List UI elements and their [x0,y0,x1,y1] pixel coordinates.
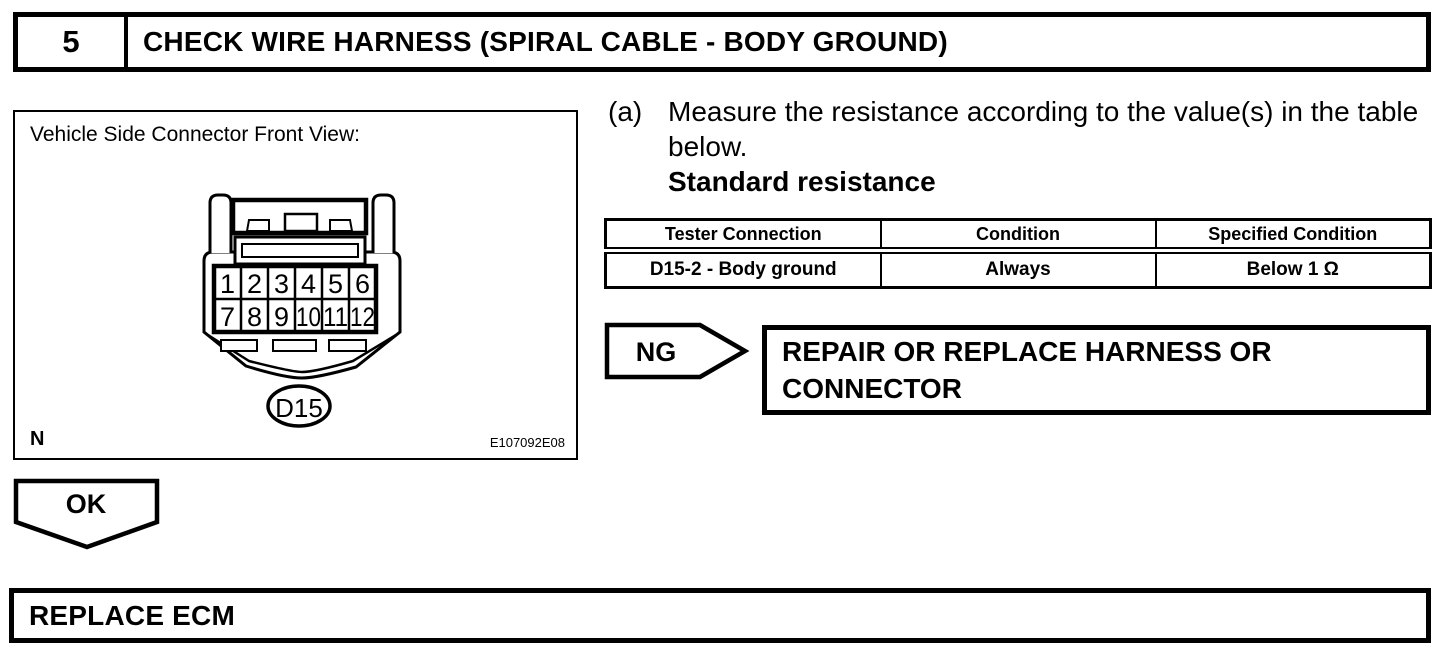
pin-10: 10 [296,302,321,332]
pin-6: 6 [355,269,370,299]
pin-11: 11 [323,302,348,332]
final-action-box: REPLACE ECM [9,588,1431,643]
connector-slot-inner [241,243,359,258]
spec-cell-tester-connection: D15-2 - Body ground [604,249,882,289]
instruction-text: Measure the resistance according to the … [668,94,1456,199]
spec-table-header-tester-connection: Tester Connection [604,218,882,254]
instruction-subheading: Standard resistance [668,166,936,197]
pin-12: 12 [350,302,375,332]
spec-table-header-row: Tester Connection Condition Specified Co… [604,218,1432,254]
pin-4: 4 [301,269,316,299]
step-number: 5 [18,17,128,67]
spec-table-row: D15-2 - Body ground Always Below 1 Ω [604,249,1432,289]
spec-table: Tester Connection Condition Specified Co… [604,218,1432,289]
ng-arrow-shape [604,322,750,380]
step-title: CHECK WIRE HARNESS (SPIRAL CABLE - BODY … [143,26,948,57]
ok-arrow-shape [13,478,160,550]
pin-3: 3 [274,269,289,299]
final-action-text: REPLACE ECM [29,599,235,631]
figure-id: E107092E08 [489,435,565,450]
connector-diagram: 1 2 3 4 5 6 7 8 9 10 11 12 D15 [202,193,402,428]
pin-7: 7 [220,302,235,332]
connector-inner-contour [207,333,397,374]
ng-action-box: REPAIR OR REPLACE HARNESS OR CONNECTOR [762,325,1431,415]
instruction-body: Measure the resistance according to the … [668,96,1419,162]
connector-notch-right [328,339,367,352]
figure-note: N [30,428,45,450]
step-header: 5 CHECK WIRE HARNESS (SPIRAL CABLE - BOD… [13,12,1431,72]
connector-ear-right [371,193,396,253]
figure-caption: Vehicle Side Connector Front View: [30,123,360,146]
connector-figure: Vehicle Side Connector Front View: 1 2 3 [13,110,578,460]
connector-lock-detail-left [245,219,270,232]
connector-notch-center [272,339,317,352]
pin-1: 1 [220,269,235,299]
connector-ear-left [208,193,233,253]
pin-2: 2 [247,269,262,299]
connector-lock-tab [283,212,319,233]
spec-cell-condition: Always [879,249,1157,289]
spec-table-header-specified-condition: Specified Condition [1154,218,1432,254]
connector-notch-left [220,339,258,352]
ng-action-text: REPAIR OR REPLACE HARNESS OR CONNECTOR [782,336,1272,404]
pin-5: 5 [328,269,343,299]
pin-9: 9 [274,302,289,332]
pin-8: 8 [247,302,262,332]
connector-code-oval [266,384,332,428]
instruction-paragraph: (a) Measure the resistance according to … [608,94,1456,199]
connector-lock-detail-right [329,219,354,232]
ng-arrow: NG [604,322,750,380]
ng-arrow-label: NG [636,337,677,367]
instruction-marker: (a) [608,96,643,127]
ok-arrow: OK [13,478,160,550]
ok-arrow-label: OK [66,489,107,519]
spec-cell-specified-condition: Below 1 Ω [1154,249,1432,289]
spec-table-header-condition: Condition [879,218,1157,254]
connector-code-label: D15 [275,393,323,423]
